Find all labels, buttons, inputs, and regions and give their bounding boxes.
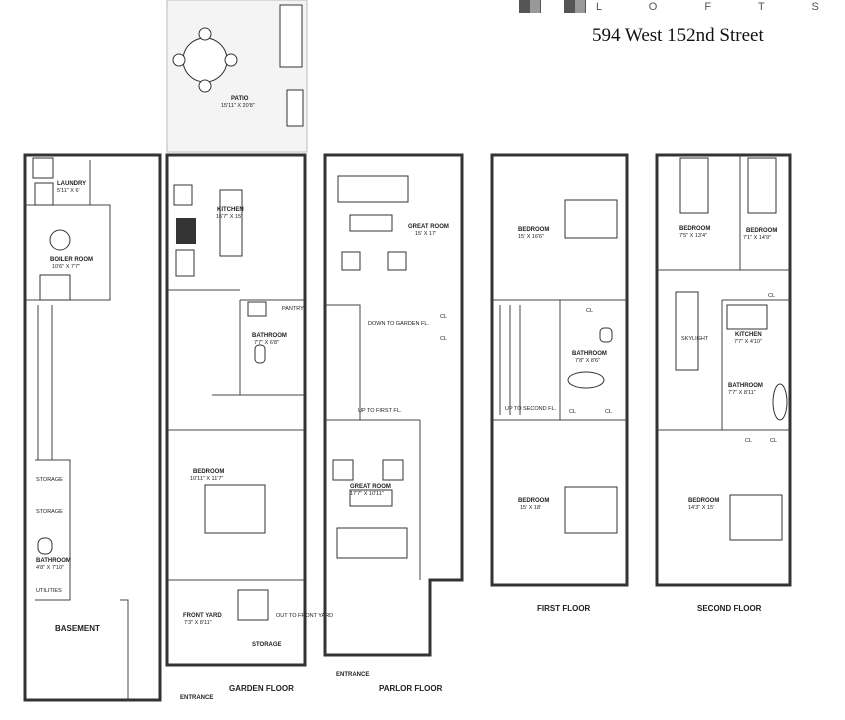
boiler-dim: 10'6" X 7'7" xyxy=(52,264,80,270)
second-kitchen-label: KITCHEN xyxy=(735,332,762,338)
second-kitchen-dim: 7'7" X 4'10" xyxy=(734,339,762,345)
second-cl-1: CL xyxy=(768,293,775,299)
second-floor-plan: BEDROOM 7'5" X 13'4" BEDROOM 7'1" X 14'9… xyxy=(655,153,792,613)
first-cl-1: CL xyxy=(586,308,593,314)
up-to-second-label: UP TO SECOND FL. xyxy=(505,406,557,412)
garden-bed xyxy=(204,484,266,534)
first-bedroom-2-dim: 15' X 18' xyxy=(520,505,541,511)
garden-floor-plan: PATIO 15'11" X 20'8" KITCHEN 16'7" X 15'… xyxy=(165,0,333,701)
second-bedroom-2-label: BEDROOM xyxy=(746,228,777,234)
first-bed-2 xyxy=(564,486,618,534)
front-yard-label: FRONT YARD xyxy=(183,613,222,619)
second-cl-3: CL xyxy=(770,438,777,444)
storage-2-label: STORAGE xyxy=(36,509,63,515)
garden-bath-dim: 7'7" X 6'8" xyxy=(254,340,279,346)
first-bedroom-1-label: BEDROOM xyxy=(518,227,549,233)
second-bath-dim: 7'7" X 8'11" xyxy=(728,390,756,396)
second-bedroom-2-dim: 7'1" X 14'9" xyxy=(743,235,771,241)
garden-bedroom-dim: 10'11" X 11'7" xyxy=(190,476,223,482)
great-room-1-label: GREAT ROOM xyxy=(408,224,449,230)
second-bed xyxy=(729,494,783,541)
garden-floor-title: GARDEN FLOOR xyxy=(229,684,294,693)
second-cl-2: CL xyxy=(745,438,752,444)
parlor-entrance-label: ENTRANCE xyxy=(336,672,369,678)
laundry-label: LAUNDRY xyxy=(57,181,86,187)
address-title: 594 West 152nd Street xyxy=(592,25,764,46)
first-cl-3: CL xyxy=(605,409,612,415)
garden-kitchen-dim: 16'7" X 15' xyxy=(216,214,242,220)
great-room-2-dim: 17'7" X 10'11" xyxy=(350,491,384,497)
second-bedroom-1-label: BEDROOM xyxy=(679,226,710,232)
parlor-cl-1: CL xyxy=(440,314,447,320)
second-bedroom-3-dim: 14'3" X 15' xyxy=(688,505,714,511)
utilities-label: UTILITIES xyxy=(36,588,62,594)
skylight-box xyxy=(675,291,699,371)
garden-storage-label: STORAGE xyxy=(252,642,282,648)
first-bedroom-2-label: BEDROOM xyxy=(518,498,549,504)
basement-bath-dim: 4'8" X 7'10" xyxy=(36,565,64,571)
second-bedroom-1-dim: 7'5" X 13'4" xyxy=(679,233,707,239)
storage-1-label: STORAGE xyxy=(36,477,63,483)
first-floor-title: FIRST FLOOR xyxy=(537,604,591,613)
parlor-floor-plan: GREAT ROOM 15' X 17' DOWN TO GARDEN FL. … xyxy=(323,153,464,693)
second-bath-label: BATHROOM xyxy=(728,383,763,389)
garden-entrance-label: ENTRANCE xyxy=(180,695,213,701)
down-to-garden-label: DOWN TO GARDEN FL. xyxy=(368,321,429,327)
garden-bath-label: BATHROOM xyxy=(252,333,287,339)
basement-plan: LAUNDRY 5'11" X 6' BOILER ROOM 10'6" X 7… xyxy=(23,153,162,702)
brand-logo xyxy=(519,0,586,13)
brand-text: L O F T S xyxy=(596,1,841,13)
patio-label: PATIO xyxy=(231,96,249,102)
first-cl-2: CL xyxy=(569,409,576,415)
skylight-label: SKYLIGHT xyxy=(681,336,709,342)
front-yard-dim: 7'3" X 8'11" xyxy=(184,620,212,626)
first-floor-plan: BEDROOM 15' X 16'6" CL BATHROOM 7'8" X 8… xyxy=(490,153,629,613)
pantry-label: PANTRY xyxy=(282,306,304,312)
parlor-floor-title: PARLOR FLOOR xyxy=(379,684,443,693)
basement-bath-label: BATHROOM xyxy=(36,558,71,564)
laundry-dim: 5'11" X 6' xyxy=(57,188,80,194)
second-floor-title: SECOND FLOOR xyxy=(697,604,762,613)
second-bedroom-3-label: BEDROOM xyxy=(688,498,719,504)
great-room-1-dim: 15' X 17' xyxy=(415,231,436,237)
first-bath-label: BATHROOM xyxy=(572,351,607,357)
patio-dim: 15'11" X 20'8" xyxy=(221,103,255,109)
basement-title: BASEMENT xyxy=(55,624,100,633)
parlor-cl-2: CL xyxy=(440,336,447,342)
logo-block-2-shade xyxy=(575,0,585,13)
first-bedroom-1-dim: 15' X 16'6" xyxy=(518,234,544,240)
boiler-label: BOILER ROOM xyxy=(50,257,93,263)
patio-table xyxy=(182,37,228,83)
garden-kitchen-label: KITCHEN xyxy=(217,207,244,213)
first-bath-dim: 7'8" X 8'6" xyxy=(575,358,600,364)
great-room-2-label: GREAT ROOM xyxy=(350,484,391,490)
up-to-first-label: UP TO FIRST FL. xyxy=(358,408,402,414)
garden-bedroom-label: BEDROOM xyxy=(193,469,224,475)
logo-block-1-shade xyxy=(530,0,540,13)
first-bed-1 xyxy=(564,199,618,239)
out-to-front-label: OUT TO FRONT YARD xyxy=(276,613,333,619)
